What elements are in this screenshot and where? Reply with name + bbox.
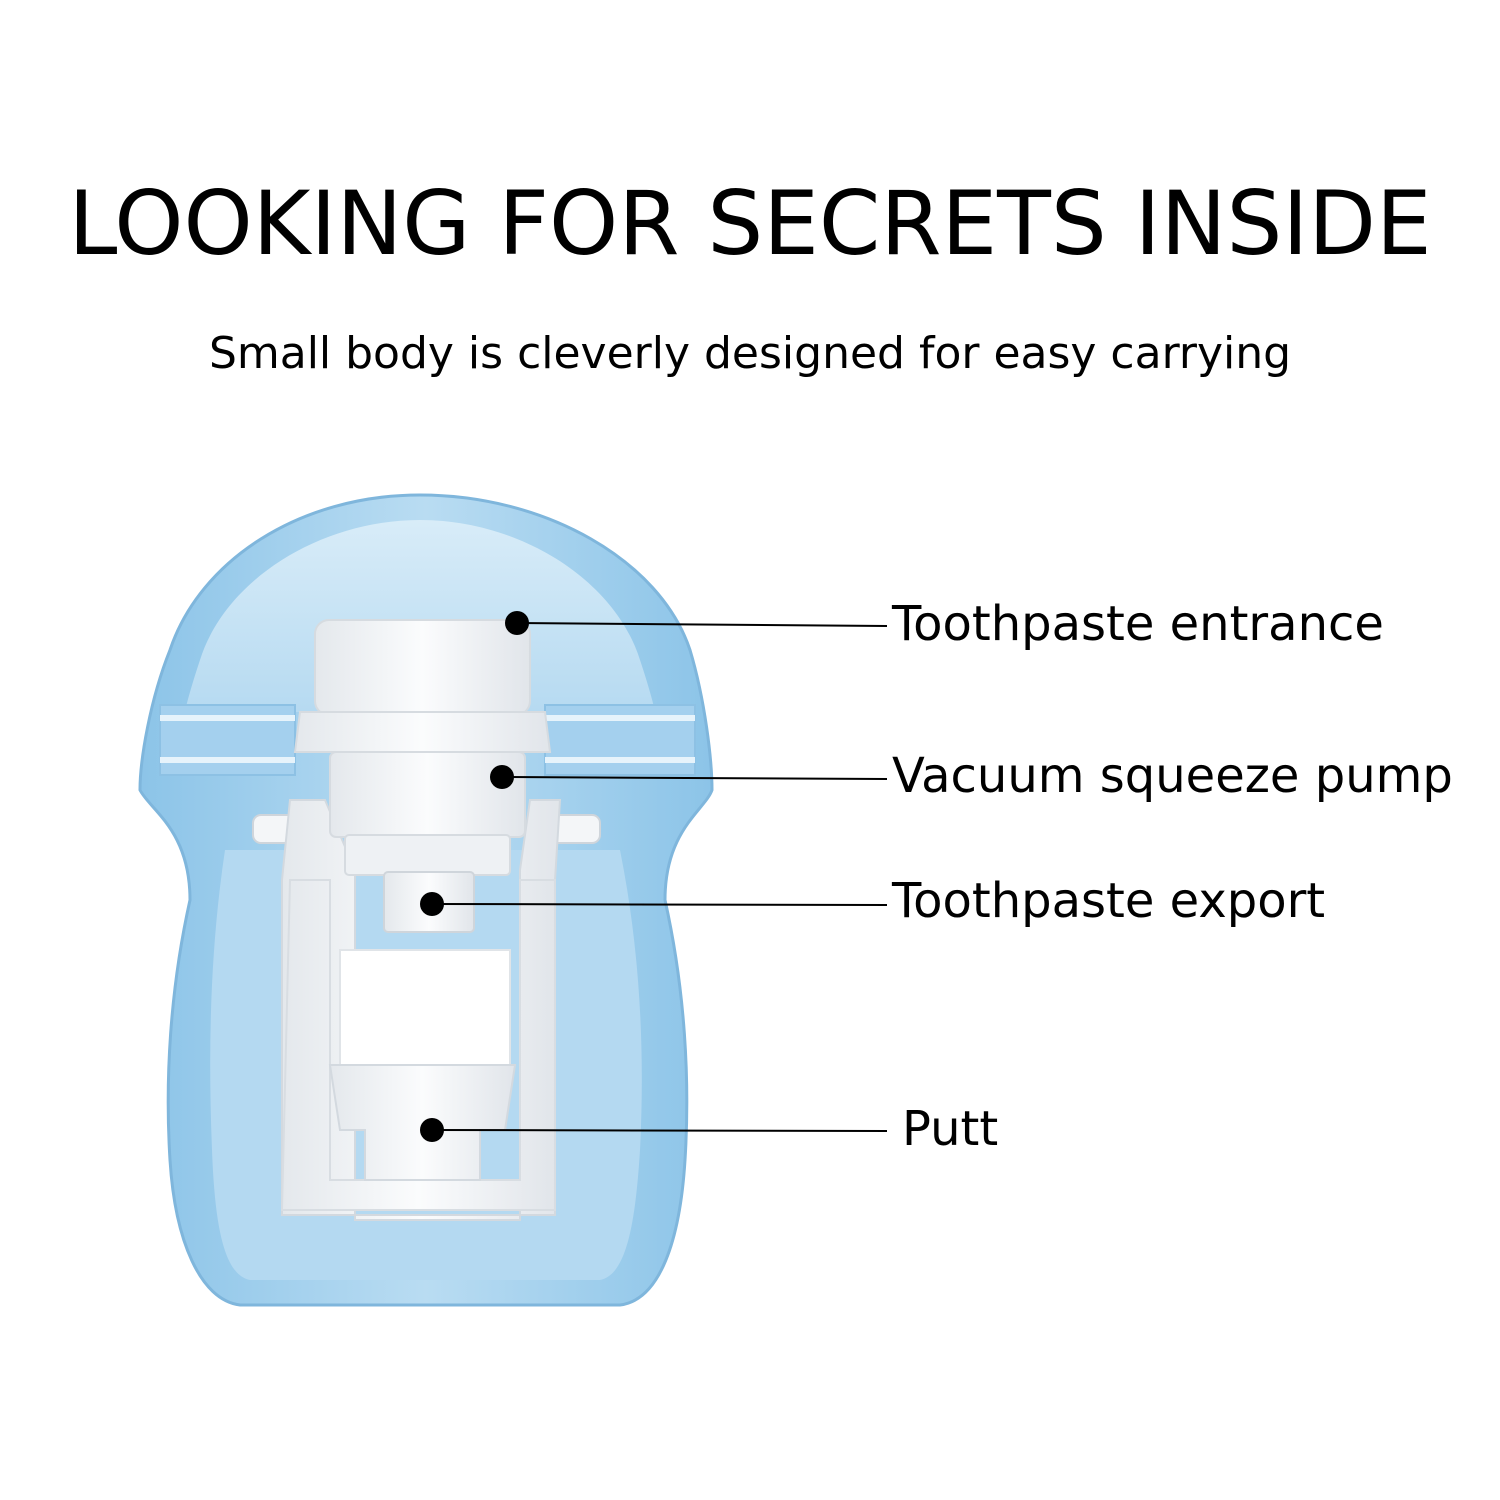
pump-step — [344, 834, 511, 876]
leader-line-entrance — [516, 622, 888, 627]
frame-window — [339, 949, 511, 1066]
leader-line-pump — [501, 776, 888, 780]
callout-label-putt: Putt — [902, 1101, 999, 1157]
page-title: LOOKING FOR SECRETS INSIDE — [68, 172, 1432, 275]
entrance-cylinder — [314, 619, 531, 716]
callout-label-vacuum-squeeze-pump: Vacuum squeeze pump — [892, 748, 1453, 804]
callout-label-toothpaste-entrance: Toothpaste entrance — [892, 596, 1384, 652]
pump-body — [329, 751, 526, 838]
leader-line-putt — [431, 1129, 888, 1132]
page-subtitle: Small body is cleverly designed for easy… — [208, 328, 1292, 379]
putt-block — [328, 1064, 517, 1181]
lever-frame-inner — [280, 879, 556, 1211]
leader-line-export — [431, 903, 888, 906]
inner-dome — [185, 520, 655, 712]
callout-label-toothpaste-export: Toothpaste export — [892, 873, 1326, 929]
pump-collar — [293, 711, 552, 753]
callout-markers — [420, 611, 888, 1142]
